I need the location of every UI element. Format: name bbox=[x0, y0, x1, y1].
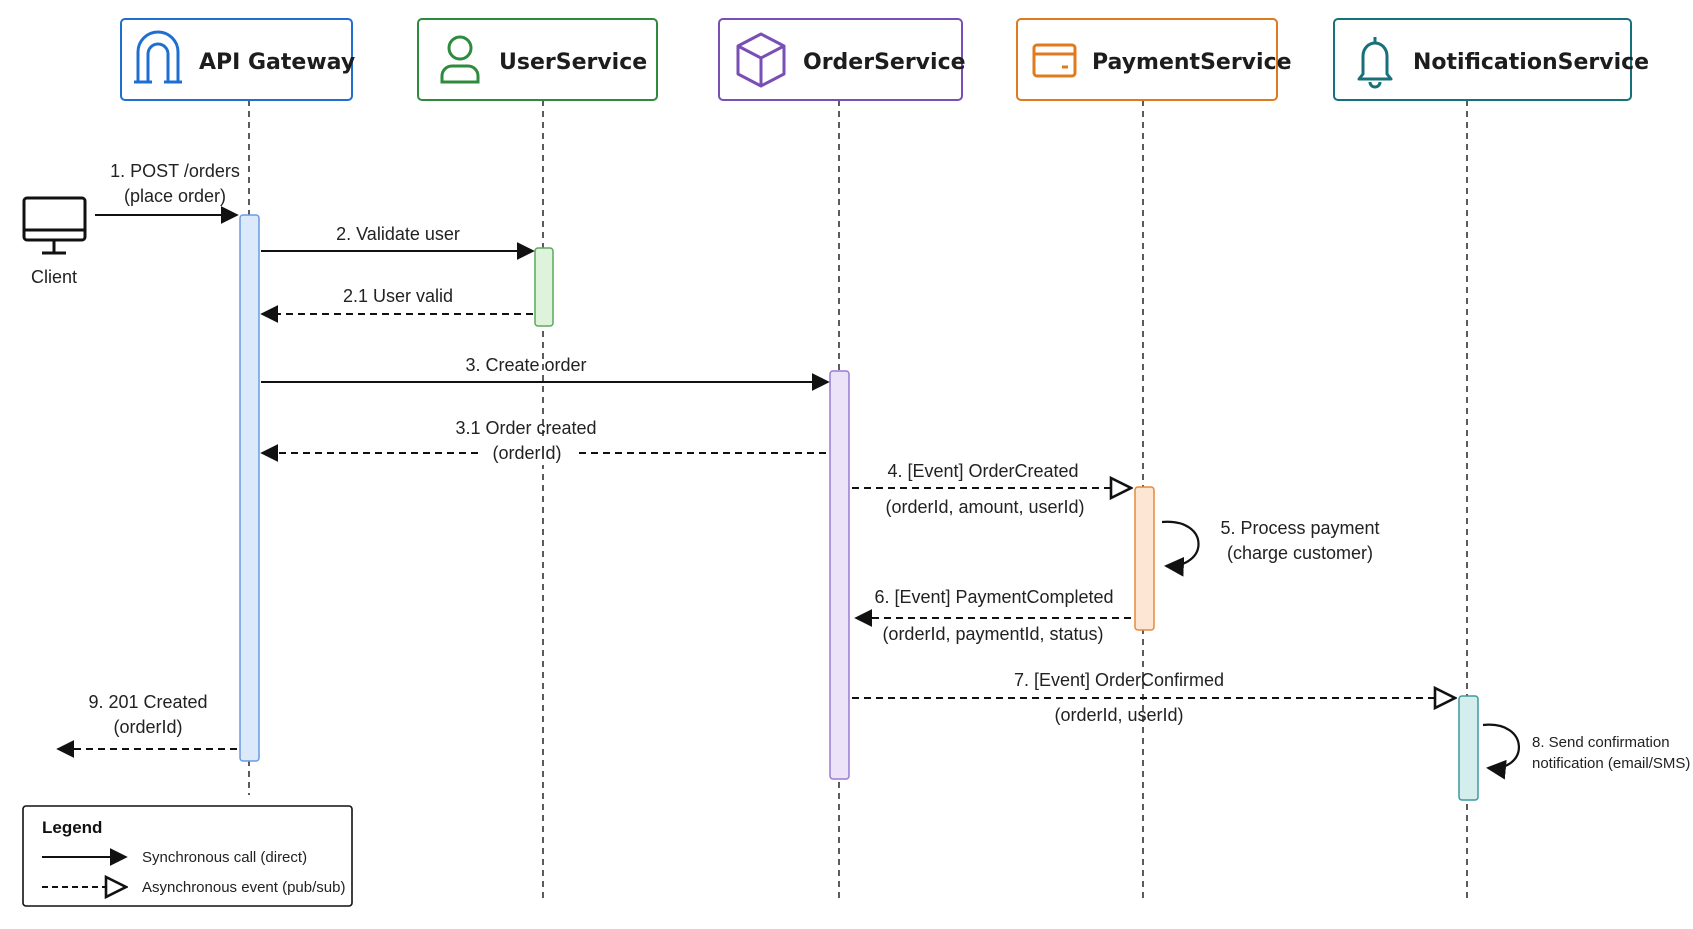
message-label: 4. [Event] OrderCreated bbox=[887, 461, 1078, 481]
message-label: 2. Validate user bbox=[336, 224, 460, 244]
message-9: 9. 201 Created (orderId) bbox=[56, 692, 237, 758]
legend-title: Legend bbox=[42, 818, 102, 837]
lifelines bbox=[248, 100, 1468, 902]
message-4: 4. [Event] OrderCreated (orderId, amount… bbox=[852, 461, 1131, 517]
message-sublabel: (orderId) bbox=[492, 443, 561, 463]
participant-label: NotificationService bbox=[1413, 50, 1649, 75]
participant-label: API Gateway bbox=[199, 50, 355, 75]
credit-card-icon bbox=[1032, 43, 1077, 78]
message-sublabel: (charge customer) bbox=[1227, 543, 1373, 563]
message-3: 3. Create order bbox=[261, 355, 830, 391]
box-icon bbox=[736, 32, 786, 88]
message-1: 1. POST /orders (place order) bbox=[95, 161, 240, 224]
message-label: 2.1 User valid bbox=[343, 286, 453, 306]
message-6: 6. [Event] PaymentCompleted (orderId, pa… bbox=[854, 587, 1131, 644]
message-sublabel: (orderId, amount, userId) bbox=[885, 497, 1084, 517]
client: Client bbox=[22, 196, 87, 287]
message-2: 2. Validate user bbox=[261, 224, 535, 260]
message-label: 3.1 Order created bbox=[455, 418, 596, 438]
bell-icon bbox=[1357, 37, 1393, 89]
message-label: 3. Create order bbox=[465, 355, 586, 375]
activation-notification bbox=[1458, 695, 1479, 801]
participant-payment[interactable]: PaymentService bbox=[1016, 18, 1292, 101]
legend-sync-label: Synchronous call (direct) bbox=[142, 849, 307, 866]
person-icon bbox=[440, 35, 480, 84]
monitor-icon bbox=[22, 196, 87, 255]
message-label: 7. [Event] OrderConfirmed bbox=[1014, 670, 1224, 690]
message-label: 5. Process payment bbox=[1220, 518, 1379, 538]
client-label: Client bbox=[31, 267, 77, 287]
message-label: 9. 201 Created bbox=[88, 692, 207, 712]
message-sublabel: (orderId, userId) bbox=[1054, 705, 1183, 725]
activation-gateway bbox=[239, 214, 260, 762]
legend: Legend Synchronous call (direct) Asynchr… bbox=[22, 805, 353, 907]
message-8: 8. Send confirmation notification (email… bbox=[1482, 723, 1690, 780]
participant-user[interactable]: UserService bbox=[417, 18, 658, 101]
participant-notification[interactable]: NotificationService bbox=[1333, 18, 1649, 101]
message-sublabel: (orderId) bbox=[113, 717, 182, 737]
message-label: 8. Send confirmation bbox=[1532, 734, 1670, 751]
activation-payment bbox=[1134, 486, 1155, 631]
message-sublabel: (orderId, paymentId, status) bbox=[882, 624, 1103, 644]
message-label: 6. [Event] PaymentCompleted bbox=[874, 587, 1113, 607]
message-sublabel: (place order) bbox=[124, 186, 226, 206]
message-5: 5. Process payment (charge customer) bbox=[1161, 518, 1380, 577]
legend-async-label: Asynchronous event (pub/sub) bbox=[142, 879, 345, 896]
participant-gateway[interactable]: API Gateway bbox=[120, 18, 355, 101]
participant-label: OrderService bbox=[803, 50, 966, 75]
participant-label: PaymentService bbox=[1092, 50, 1292, 75]
activation-user bbox=[534, 247, 554, 327]
activation-order bbox=[829, 370, 850, 780]
message-7: 7. [Event] OrderConfirmed (orderId, user… bbox=[852, 670, 1455, 725]
message-2-1: 2.1 User valid bbox=[260, 286, 533, 323]
message-sublabel: notification (email/SMS) bbox=[1532, 755, 1690, 772]
participant-order[interactable]: OrderService bbox=[718, 18, 966, 101]
message-label: 1. POST /orders bbox=[110, 161, 240, 181]
archway-icon bbox=[134, 30, 182, 84]
message-3-1: 3.1 Order created (orderId) bbox=[260, 418, 826, 465]
participant-label: UserService bbox=[499, 50, 647, 75]
